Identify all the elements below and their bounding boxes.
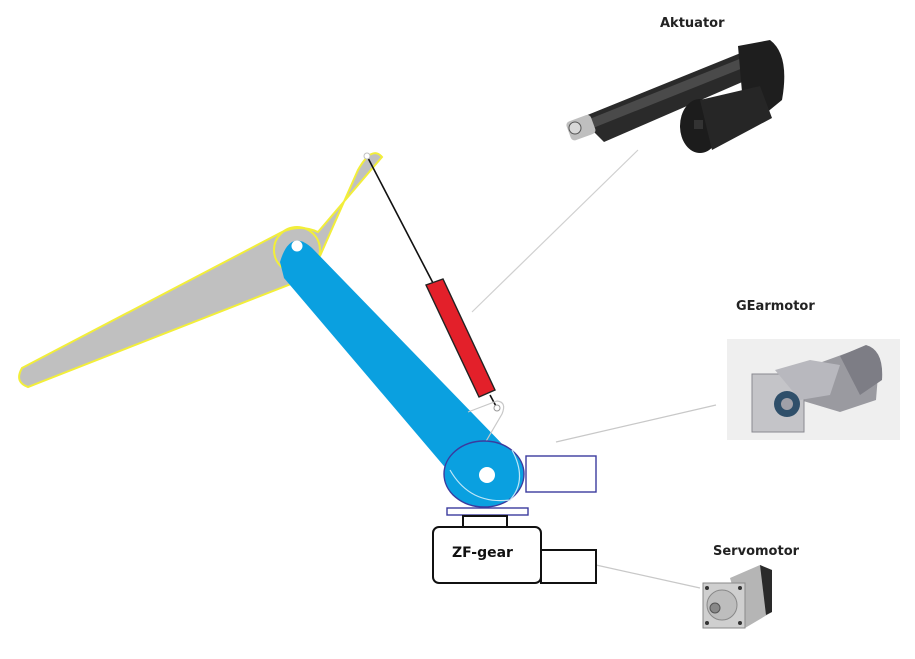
shoulder-joint-inner-arc xyxy=(449,449,521,502)
servomotor-label: Servomotor xyxy=(713,544,800,559)
actuator-image xyxy=(566,40,785,153)
turntable-plate xyxy=(446,507,529,516)
gearmotor-image xyxy=(727,339,900,440)
servomotor-leader-line xyxy=(595,564,701,589)
gearmotor-label: GEarmotor xyxy=(736,299,815,314)
actuator-leader-line xyxy=(471,149,639,313)
zf-gear-label: ZF-gear xyxy=(452,545,513,561)
actuator-bracket xyxy=(467,400,505,456)
gearmotor-box xyxy=(525,455,597,493)
lower-link-upper-arm xyxy=(280,240,510,492)
actuator-bottom-pin xyxy=(493,404,501,412)
servomotor-image xyxy=(702,565,772,629)
shoulder-pin-hole xyxy=(479,467,495,483)
zf-gear-motor-stub xyxy=(540,549,597,584)
actuator-top-pin xyxy=(363,152,371,160)
actuator-label: Aktuator xyxy=(660,16,725,31)
gearmotor-leader-line xyxy=(555,404,717,443)
zf-gear-shaft xyxy=(462,515,508,528)
elbow-pin-hole xyxy=(291,240,303,252)
actuator-body xyxy=(425,278,496,398)
actuator-rod xyxy=(367,157,434,284)
